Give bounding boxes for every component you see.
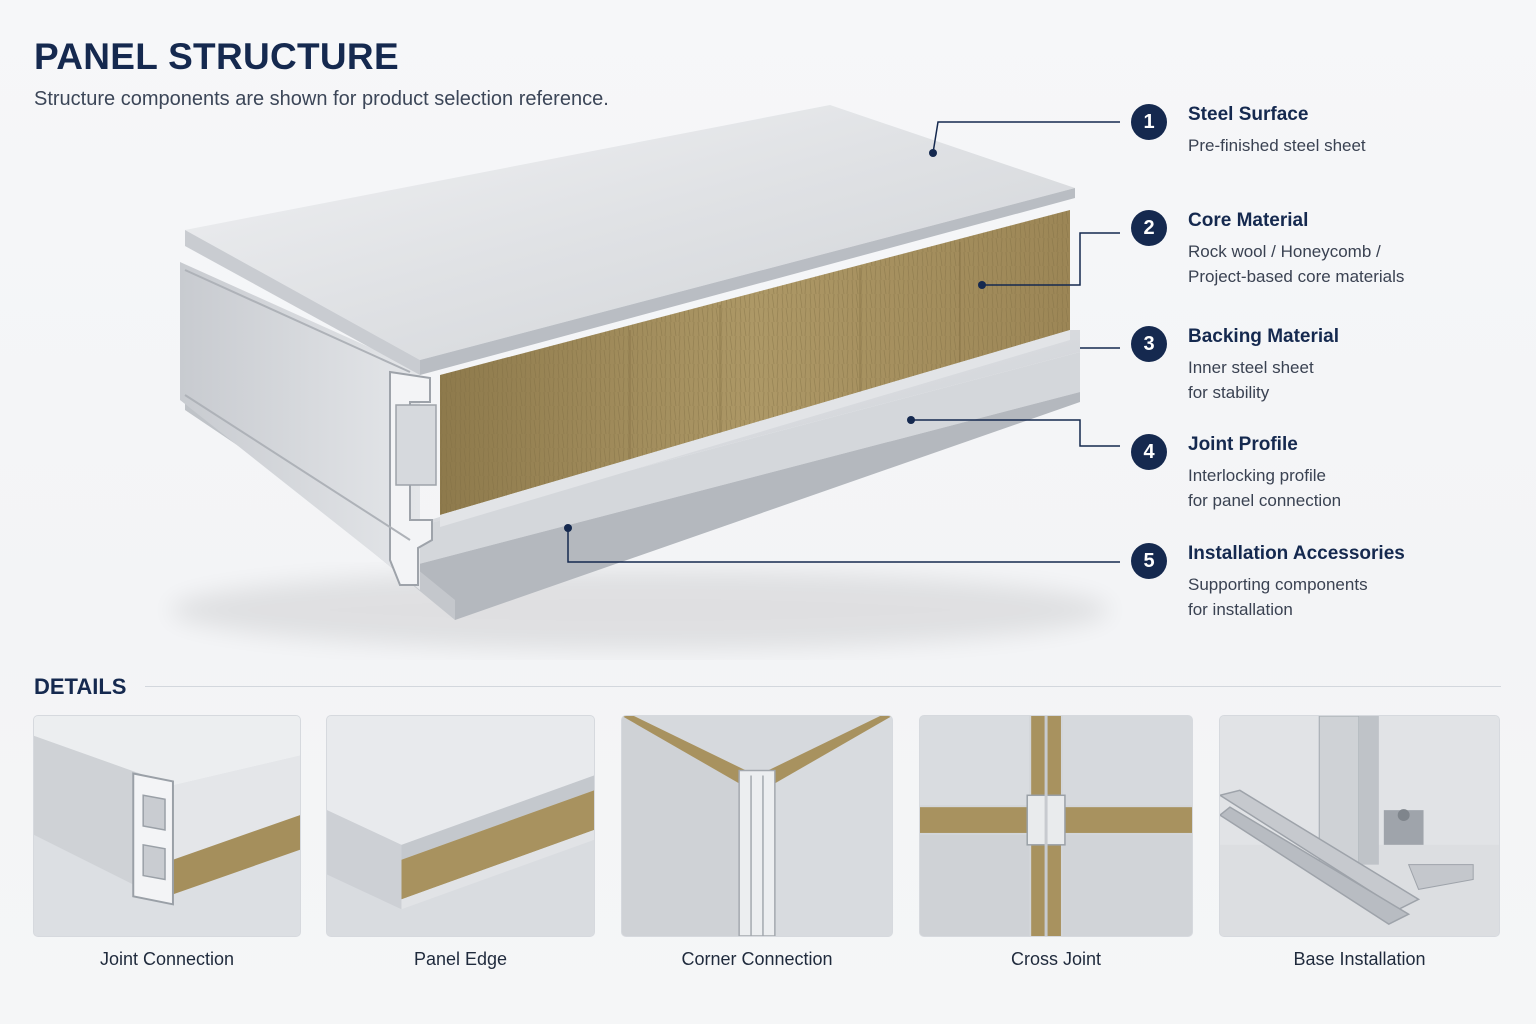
- description-line: Rock wool / Honeycomb /: [1188, 242, 1381, 261]
- card-label: Joint Connection: [99, 949, 235, 969]
- details-divider: [145, 686, 1501, 687]
- number-badge: 4: [1131, 434, 1167, 470]
- description-line: for installation: [1188, 600, 1293, 619]
- component-description: Rock wool / Honeycomb / Project-based co…: [1188, 239, 1404, 289]
- component-title: Installation Accessories: [1188, 543, 1405, 564]
- detail-card-base-installation: Base Installation: [1219, 715, 1500, 975]
- description-line: Inner steel sheet: [1188, 358, 1314, 377]
- details-heading: DETAILS: [34, 674, 127, 699]
- detail-card-cross-joint: Cross Joint: [919, 715, 1193, 975]
- description-line: for stability: [1188, 383, 1270, 402]
- panel-exploded-illustration: [170, 105, 1120, 650]
- component-description: Interlocking profile for panel connectio…: [1188, 463, 1341, 513]
- cross-joint-photo: [919, 715, 1193, 937]
- component-description: Supporting components for installation: [1188, 572, 1368, 622]
- card-label: Base Installation: [1293, 949, 1426, 969]
- card-label: Panel Edge: [413, 949, 508, 969]
- joint-connection-photo: [33, 715, 301, 937]
- component-title: Steel Surface: [1188, 104, 1309, 125]
- number-badge: 3: [1131, 326, 1167, 362]
- component-title: Core Material: [1188, 210, 1309, 231]
- panel-edge-photo: [326, 715, 595, 937]
- detail-card-corner-connection: Corner Connection: [621, 715, 893, 975]
- description-line: Project-based core materials: [1188, 267, 1405, 286]
- card-label: Cross Joint: [1010, 949, 1102, 969]
- component-description: Inner steel sheet for stability: [1188, 355, 1314, 405]
- component-title: Backing Material: [1188, 326, 1339, 347]
- description-line: for panel connection: [1188, 491, 1342, 510]
- description-line: Interlocking profile: [1188, 466, 1326, 485]
- component-title: Joint Profile: [1188, 434, 1298, 455]
- page-subtitle: Structure components are shown for produ…: [34, 88, 609, 110]
- description-line: Pre-finished steel sheet: [1188, 136, 1366, 155]
- description-line: Supporting components: [1188, 575, 1368, 594]
- page-title: PANEL STRUCTURE: [34, 36, 399, 77]
- component-description: Pre-finished steel sheet: [1188, 133, 1366, 158]
- number-badge: 2: [1131, 210, 1167, 246]
- corner-connection-photo: [621, 715, 893, 937]
- card-label: Corner Connection: [681, 949, 833, 969]
- detail-card-panel-edge: Panel Edge: [326, 715, 595, 975]
- number-badge: 1: [1131, 104, 1167, 140]
- number-badge: 5: [1131, 543, 1167, 579]
- base-installation-photo: [1219, 715, 1500, 937]
- detail-card-joint-connection: Joint Connection: [33, 715, 301, 975]
